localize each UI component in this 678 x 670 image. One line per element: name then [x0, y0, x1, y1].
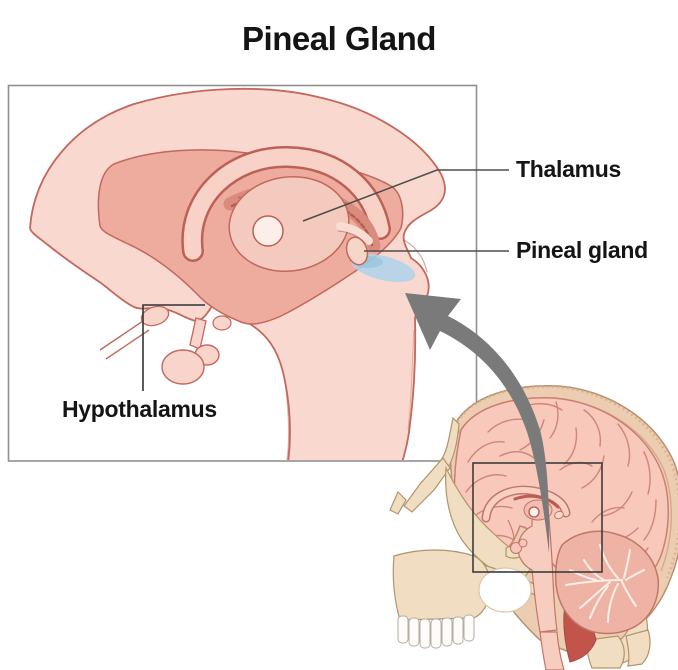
nasal-bone: [403, 457, 451, 513]
label-hypothalamus: Hypothalamus: [62, 396, 217, 422]
head-illustration: [389, 385, 678, 670]
inset-box-border: [7, 84, 478, 462]
label-pineal-gland: Pineal gland: [516, 237, 648, 263]
pineal-gland-shape: [345, 236, 369, 266]
arbor-vitae-branches: [565, 544, 645, 623]
inset-brain-illustration: [29, 87, 446, 460]
facial-skeleton: [389, 416, 651, 669]
interthalamic-adhesion-shape: [252, 215, 284, 247]
teeth-row: [397, 614, 475, 649]
cerebellum-shape: [554, 530, 660, 635]
nasal-fragment: [389, 490, 407, 515]
mini-interthalamic-adhesion: [528, 506, 540, 518]
habenula-strip: [336, 222, 373, 245]
mini-pineal: [554, 510, 564, 520]
sphenoid-sinus: [478, 567, 532, 613]
label-thalamus: Thalamus: [516, 156, 621, 182]
zoom-arrow-icon: [405, 293, 550, 553]
vertebra-b: [625, 629, 651, 667]
leader-line-thalamus: [302, 169, 509, 222]
maxilla: [392, 549, 491, 621]
corpus-callosum-band: [181, 145, 391, 262]
pituitary-gland-shape: [161, 317, 220, 385]
page-title: Pineal Gland: [242, 20, 436, 57]
hypothalamus-region-details: [99, 305, 232, 360]
thalamus-shape: [228, 175, 350, 273]
mini-central-structures: [481, 485, 571, 554]
brainstem-detail-lines: [284, 239, 428, 460]
spinal-cord-shape: [539, 631, 565, 670]
leader-lines: [142, 169, 509, 391]
leader-line-hypothalamus: [142, 304, 205, 391]
